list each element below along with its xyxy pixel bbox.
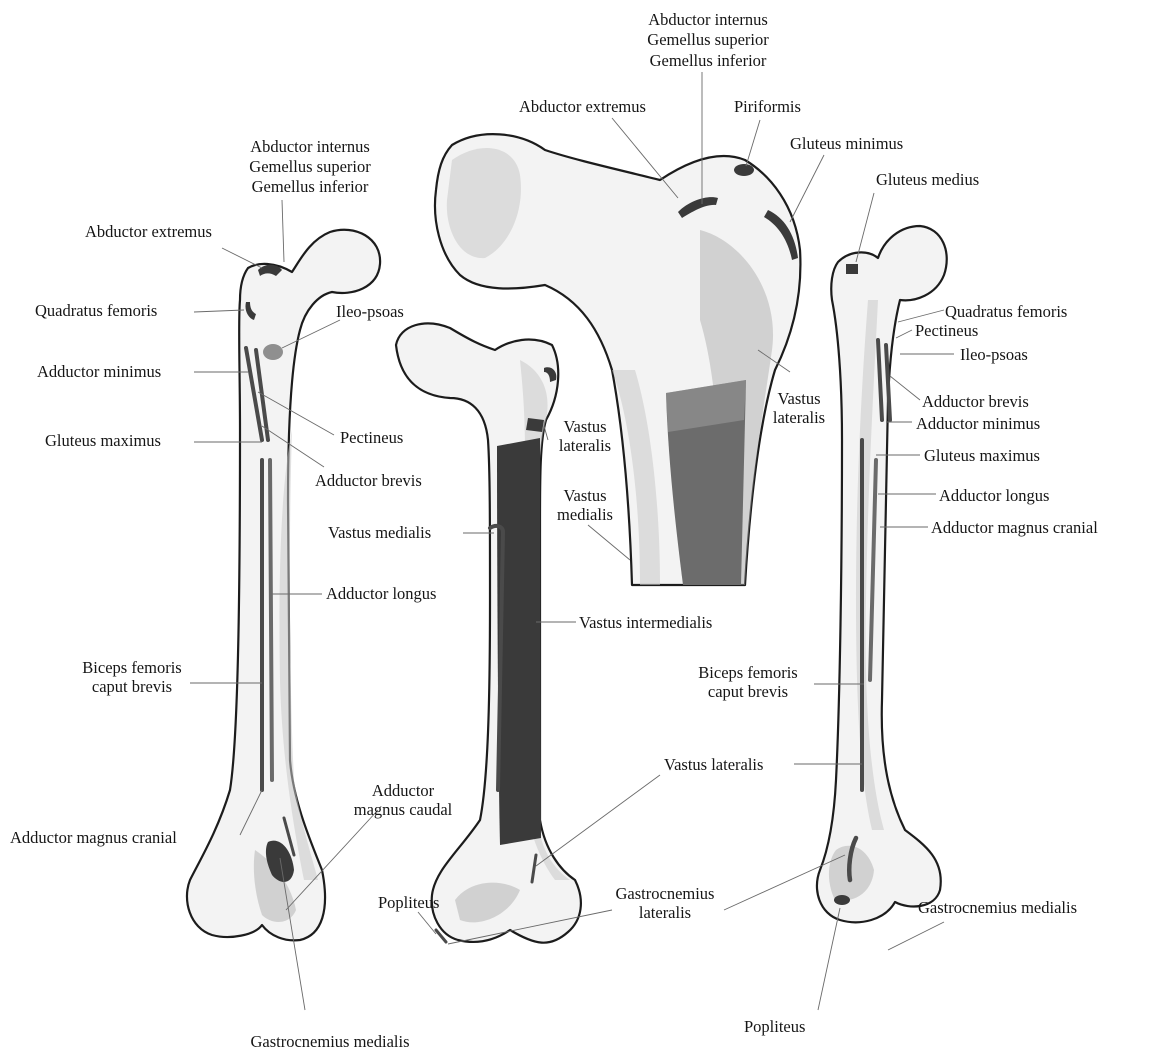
mid-gastrocnemius-lateralis-label: Gastrocnemius lateralis (605, 884, 725, 922)
left-abductor-extremus-label: Abductor extremus (85, 222, 212, 241)
left-gemellus-inferior-label: Gemellus inferior (230, 177, 390, 196)
right-ileo-psoas-label: Ileo-psoas (960, 345, 1028, 364)
right-quadratus-femoris-label: Quadratus femoris (945, 302, 1067, 321)
mid-vastus-lateralis-top-label: Vastus lateralis (550, 417, 620, 455)
center-vastus-medialis-label: Vastus medialis (550, 486, 620, 524)
center-gemellus-inferior-label: Gemellus inferior (628, 51, 788, 70)
right-adductor-brevis-label: Adductor brevis (922, 392, 1029, 411)
mid-popliteus-label: Popliteus (378, 893, 439, 912)
left-pectineus-label: Pectineus (340, 428, 403, 447)
right-gluteus-medius-label: Gluteus medius (876, 170, 979, 189)
piriformis-insertion (734, 164, 754, 176)
left-biceps-femoris-label: Biceps femoris caput brevis (62, 658, 202, 696)
right-popliteus-label: Popliteus (744, 1017, 805, 1036)
right-gluteus-medius-insertion (846, 264, 858, 274)
left-abductor-internus-label: Abductor internus (230, 137, 390, 156)
right-pectineus-label: Pectineus (915, 321, 978, 340)
left-adductor-longus-label: Adductor longus (326, 584, 436, 603)
left-gemellus-superior-label: Gemellus superior (230, 157, 390, 176)
left-adductor-brevis-label: Adductor brevis (315, 471, 422, 490)
vastus-intermedialis-insertion (497, 438, 541, 845)
mid-vastus-intermedialis-label: Vastus intermedialis (579, 613, 712, 632)
left-ileo-psoas-label: Ileo-psoas (336, 302, 404, 321)
left-adductor-minimus-label: Adductor minimus (37, 362, 161, 381)
left-adductor-magnus-caudal-label: Adductor magnus caudal (338, 781, 468, 819)
left-quadratus-femoris-label: Quadratus femoris (35, 301, 157, 320)
right-popliteus-insertion (834, 895, 850, 905)
center-abductor-internus-label: Abductor internus (628, 10, 788, 29)
right-adductor-minimus-label: Adductor minimus (916, 414, 1040, 433)
right-adductor-magnus-cranial-label: Adductor magnus cranial (931, 518, 1098, 537)
left-adductor-longus-insertion (270, 460, 272, 780)
mid-vastus-lateralis-top-insertion (526, 418, 544, 432)
center-piriformis-label: Piriformis (734, 97, 801, 116)
center-gluteus-minimus-label: Gluteus minimus (790, 134, 903, 153)
right-gluteus-maximus-label: Gluteus maximus (924, 446, 1040, 465)
right-biceps-femoris-label: Biceps femoris caput brevis (678, 663, 818, 701)
mid-vastus-medialis-label: Vastus medialis (328, 523, 431, 542)
center-vastus-lateralis-label: Vastus lateralis (764, 389, 834, 427)
left-ileo-psoas-insertion (263, 344, 283, 360)
left-adductor-magnus-cranial-label: Adductor magnus cranial (10, 828, 177, 847)
left-gastrocnemius-medialis-label: Gastrocnemius medialis (230, 1032, 430, 1051)
center-abductor-extremus-label: Abductor extremus (519, 97, 646, 116)
right-adductor-longus-label: Adductor longus (939, 486, 1049, 505)
mid-vastus-lateralis-bottom-label: Vastus lateralis (664, 755, 763, 774)
right-gastrocnemius-medialis-label: Gastrocnemius medialis (918, 898, 1077, 917)
center-gemellus-superior-label: Gemellus superior (628, 30, 788, 49)
left-gluteus-maximus-label: Gluteus maximus (45, 431, 161, 450)
